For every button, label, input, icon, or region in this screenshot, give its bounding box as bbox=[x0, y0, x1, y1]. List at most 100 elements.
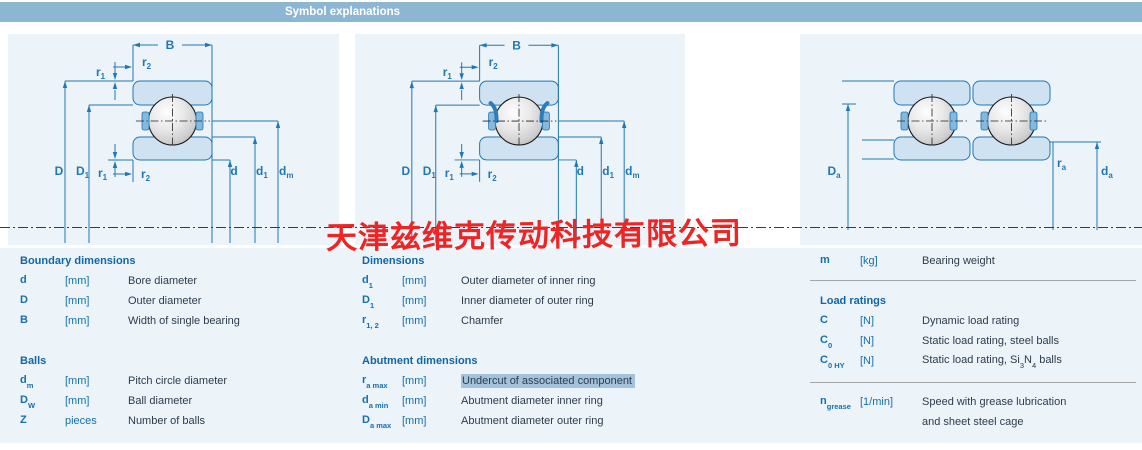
section-title: Symbol explanations bbox=[284, 6, 401, 18]
symbol: dm bbox=[20, 373, 34, 391]
legend-row-Z: Z pieces Number of balls bbox=[8, 411, 339, 431]
legend-row-da-min: da min [mm] Abutment diameter inner ring bbox=[355, 391, 685, 411]
legend-row-C: C [N] Dynamic load rating bbox=[800, 311, 1142, 331]
symbol: B bbox=[20, 313, 28, 326]
unit: [mm] bbox=[65, 315, 90, 327]
label-Da: Da bbox=[827, 164, 841, 180]
label-d: d bbox=[577, 164, 584, 178]
shield-right bbox=[539, 101, 550, 124]
unit: [mm] bbox=[65, 375, 90, 387]
dimension-lines bbox=[62, 42, 281, 243]
label-r2-bottom: r2 bbox=[488, 167, 498, 183]
description: Outer diameter of inner ring bbox=[461, 275, 596, 287]
symbol: C bbox=[820, 313, 828, 326]
unit: [mm] bbox=[402, 275, 427, 287]
legend-column-2: Dimensions d1 [mm] Outer diameter of inn… bbox=[355, 251, 685, 431]
legend-column-1: Boundary dimensions d [mm] Bore diameter… bbox=[8, 251, 339, 431]
unit: [mm] bbox=[65, 275, 90, 287]
symbol: Da max bbox=[362, 413, 392, 431]
paired-bearings-diagram: Da ra da bbox=[827, 80, 1113, 230]
legend-column-3: m [kg] Bearing weight Load ratings C [N]… bbox=[800, 251, 1142, 432]
legend-row-Da-max: Da max [mm] Abutment diameter outer ring bbox=[355, 411, 685, 431]
label-B: B bbox=[166, 38, 175, 52]
label-D1: D1 bbox=[76, 164, 90, 180]
single-bearing-diagram: B r2 r1 D D1 r1 r2 d d1 dm bbox=[55, 38, 293, 243]
symbol: C0 HY bbox=[820, 353, 845, 371]
legend-row-ngrease: ngrease [1/min] Speed with grease lubric… bbox=[800, 392, 1142, 412]
unit: [mm] bbox=[402, 415, 427, 427]
ball-centerlines bbox=[897, 94, 1047, 148]
section-heading: Abutment dimensions bbox=[362, 355, 478, 367]
unit: [1/min] bbox=[860, 396, 894, 408]
symbol: Z bbox=[20, 413, 27, 426]
description: Number of balls bbox=[128, 415, 206, 427]
diagram-panel-sealed-bearing: B r2 r1 D D1 r1 r2 d d1 dm bbox=[355, 34, 685, 245]
label-D: D bbox=[55, 164, 64, 178]
symbol: r1, 2 bbox=[362, 313, 379, 331]
bearing-rings bbox=[893, 80, 1051, 161]
legend-row-B: B [mm] Width of single bearing bbox=[8, 311, 339, 331]
unit: [mm] bbox=[402, 295, 427, 307]
divider bbox=[810, 280, 1136, 281]
description: Static load rating, steel balls bbox=[922, 335, 1059, 347]
legend-row-C0: C0 [N] Static load rating, steel balls bbox=[800, 331, 1142, 351]
label-dm: dm bbox=[279, 164, 293, 180]
symbol: da min bbox=[362, 393, 389, 411]
shaft-centerline bbox=[0, 227, 1142, 228]
unit: [mm] bbox=[402, 395, 427, 407]
label-r2-top: r2 bbox=[489, 55, 499, 71]
description: Bearing weight bbox=[922, 255, 995, 267]
label-d1: d1 bbox=[602, 164, 614, 180]
unit: [mm] bbox=[402, 375, 427, 387]
label-da: da bbox=[1101, 164, 1113, 180]
legend-row-ra-max: ra max [mm] Undercut of associated compo… bbox=[355, 371, 685, 391]
sealed-bearing-diagram: B r2 r1 D D1 r1 r2 d d1 dm bbox=[402, 38, 640, 243]
label-D1: D1 bbox=[423, 164, 437, 180]
symbol: d1 bbox=[362, 273, 373, 291]
section-heading: Load ratings bbox=[820, 295, 887, 307]
label-d: d bbox=[230, 164, 237, 178]
shield-left bbox=[488, 101, 499, 124]
legend-row-dm: dm [mm] Pitch circle diameter bbox=[8, 371, 339, 391]
unit: pieces bbox=[65, 415, 97, 427]
unit: [kg] bbox=[860, 255, 878, 267]
label-dm: dm bbox=[625, 164, 639, 180]
legend-row-d1: d1 [mm] Outer diameter of inner ring bbox=[355, 271, 685, 291]
legend-row-C0HY: C0 HY [N] Static load rating, Si3N4 ball… bbox=[800, 351, 1142, 371]
description: and sheet steel cage bbox=[922, 416, 1024, 428]
symbol: C0 bbox=[820, 333, 833, 351]
symbol: ra max bbox=[362, 373, 388, 391]
description: Speed with grease lubrication bbox=[922, 396, 1067, 408]
dimension-lines bbox=[409, 43, 627, 243]
symbol: DW bbox=[20, 393, 36, 411]
legend-row-ngrease-line2: and sheet steel cage bbox=[800, 412, 1142, 432]
legend-row-r12: r1, 2 [mm] Chamfer bbox=[355, 311, 685, 331]
unit: [N] bbox=[860, 335, 875, 347]
unit: [mm] bbox=[65, 395, 90, 407]
legend-row-D: D [mm] Outer diameter bbox=[8, 291, 339, 311]
symbol: D1 bbox=[362, 293, 375, 311]
description: Ball diameter bbox=[128, 395, 193, 407]
legend-row-d: d [mm] Bore diameter bbox=[8, 271, 339, 291]
description: Outer diameter bbox=[128, 295, 202, 307]
description: Abutment diameter inner ring bbox=[461, 395, 603, 407]
description: Width of single bearing bbox=[128, 315, 240, 327]
divider bbox=[810, 382, 1136, 383]
description: Inner diameter of outer ring bbox=[461, 295, 594, 307]
description: Abutment diameter outer ring bbox=[461, 415, 604, 427]
unit: [N] bbox=[860, 315, 875, 327]
symbol: d bbox=[20, 273, 27, 286]
description: Dynamic load rating bbox=[922, 315, 1020, 327]
label-r2-bottom: r2 bbox=[141, 167, 151, 183]
unit: [mm] bbox=[402, 315, 427, 327]
description: Bore diameter bbox=[128, 275, 198, 287]
symbol: m bbox=[820, 253, 830, 266]
diagram-panel-single-bearing: B r2 r1 D D1 r1 r2 d d1 dm bbox=[8, 34, 339, 245]
section-heading: Balls bbox=[20, 355, 47, 367]
section-heading: Dimensions bbox=[362, 255, 425, 267]
unit: [N] bbox=[860, 355, 875, 367]
label-D: D bbox=[402, 164, 411, 178]
section-header-bar: Symbol explanations bbox=[0, 2, 1142, 22]
unit: [mm] bbox=[65, 295, 90, 307]
legend-row-DW: DW [mm] Ball diameter bbox=[8, 391, 339, 411]
